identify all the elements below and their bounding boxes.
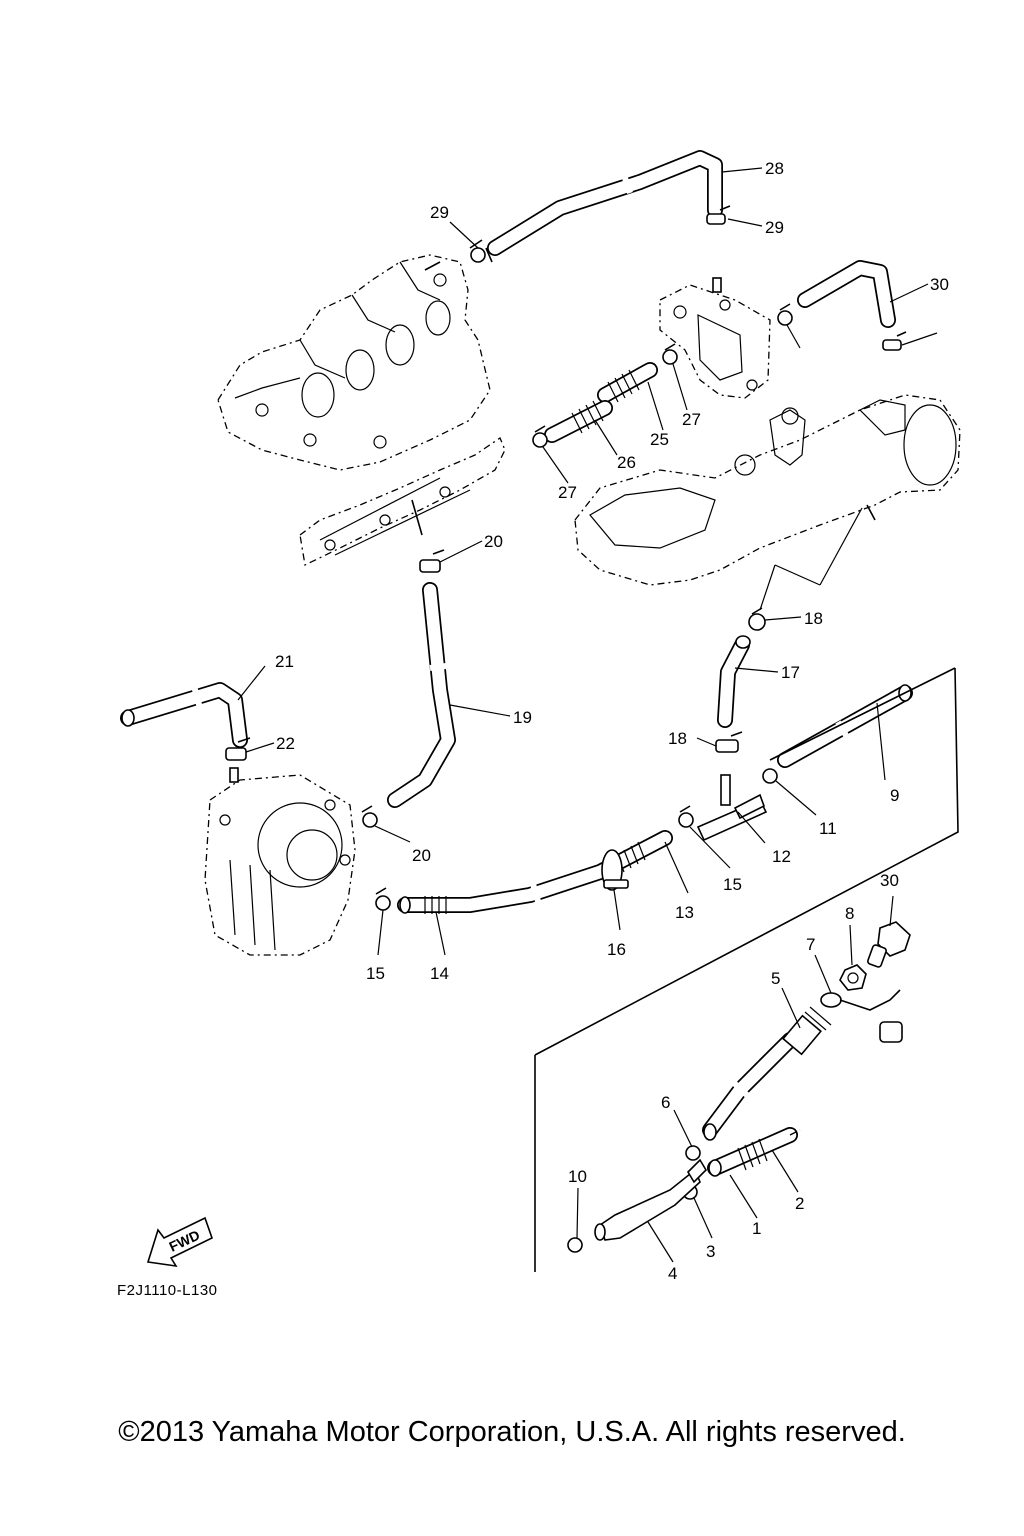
callout-8: 8: [845, 904, 854, 923]
callout-3: 3: [706, 1242, 715, 1261]
callout-11: 11: [819, 819, 837, 838]
adapter-plate: [659, 277, 771, 399]
clamp-15-left: [375, 887, 391, 911]
throttle-body: [204, 767, 356, 956]
callout-17: 17: [781, 663, 800, 682]
exhaust-manifold: [217, 254, 506, 566]
callout-9: 9: [890, 786, 899, 805]
callout-24-left: 29: [430, 203, 449, 222]
callout-15-right: 15: [723, 875, 742, 894]
hose-19: [387, 582, 456, 808]
hose-17: [717, 635, 751, 728]
clamp-16: [601, 849, 629, 891]
clamp-20-lower: [361, 805, 378, 828]
callout-1: 1: [752, 1219, 761, 1238]
clamp-27-upper: [662, 343, 678, 365]
inset-frame: [534, 667, 959, 1272]
callout-18-upper: 18: [804, 609, 823, 628]
clamp-18-lower: [715, 731, 743, 753]
copyright-notice: ©2013 Yamaha Motor Corporation, U.S.A. A…: [118, 1416, 906, 1448]
hose-9: [777, 684, 913, 768]
clamp-29-left: [777, 303, 793, 326]
callout-5: 5: [771, 969, 780, 988]
clamp-11: [762, 768, 778, 784]
clamp-22: [225, 737, 251, 761]
callout-18-lower: 18: [668, 729, 687, 748]
callout-2: 2: [795, 1194, 804, 1213]
callout-30: 30: [880, 871, 899, 890]
callout-4: 4: [668, 1264, 677, 1283]
exhaust-body: [574, 394, 961, 586]
callout-21: 21: [275, 652, 294, 671]
clamp-15-right: [678, 805, 694, 828]
callout-20-lower: 20: [412, 846, 431, 865]
tee-fitting-12: [696, 774, 768, 842]
callout-19: 19: [513, 708, 532, 727]
nut-8: [839, 964, 867, 991]
clamp-10: [567, 1237, 583, 1253]
clamp-20-upper: [419, 549, 445, 573]
clamp-29-right: [882, 331, 907, 351]
plug-30: [867, 921, 911, 968]
callout-6: 6: [661, 1093, 670, 1112]
callout-10: 10: [568, 1167, 587, 1186]
callout-labels: 28 29 29 30 27 25 26 27 20 18 17 19 21 2…: [275, 159, 949, 1283]
clamp-24-right: [706, 205, 731, 225]
clamp-27-lower: [532, 425, 548, 448]
callout-26: 26: [617, 453, 636, 472]
clamp-18-upper: [748, 607, 766, 631]
hose-28: [797, 260, 896, 328]
hose-21: [120, 682, 248, 748]
hose-clamps: [225, 205, 907, 1253]
leader-lines: [237, 167, 938, 1263]
callout-13: 13: [675, 903, 694, 922]
callout-14: 14: [430, 964, 449, 983]
fitting-5: [702, 1006, 832, 1141]
callout-27-upper: 27: [682, 410, 701, 429]
fwd-arrow-icon: FWD: [146, 1216, 213, 1268]
callout-12: 12: [772, 847, 791, 866]
gasket-7: [820, 989, 903, 1043]
callout-16: 16: [607, 940, 626, 959]
diagram-code: F2J1110-L130: [117, 1282, 218, 1299]
bellows-hose-26: [544, 400, 613, 443]
callout-25: 25: [650, 430, 669, 449]
hose-1-2: [707, 1127, 801, 1177]
bellows-hose-25: [597, 362, 658, 403]
callout-20-upper: 20: [484, 532, 503, 551]
callout-24-right: 29: [765, 218, 784, 237]
callout-7: 7: [806, 935, 815, 954]
callout-22: 22: [276, 734, 295, 753]
callout-28: 30: [930, 275, 949, 294]
joint-4: [594, 1158, 708, 1241]
hose-23: [487, 150, 723, 256]
callout-15-left: 15: [366, 964, 385, 983]
callout-23: 28: [765, 159, 784, 178]
clamp-6: [685, 1145, 701, 1161]
hose-14: [397, 830, 673, 914]
callout-27-lower: 27: [558, 483, 577, 502]
